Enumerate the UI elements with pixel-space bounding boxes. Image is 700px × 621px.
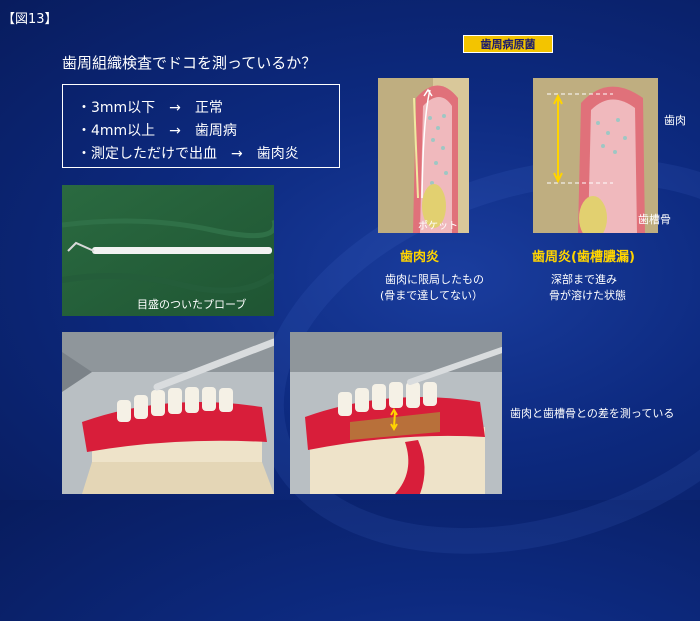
bacteria-callout: 歯周病原菌 bbox=[463, 35, 553, 53]
pocket-label: ポケット bbox=[418, 221, 458, 232]
jaw-model-photo-probe bbox=[62, 332, 274, 494]
gingivitis-desc-line1: 歯肉に限局したもの bbox=[385, 273, 484, 286]
probe-caption: 目盛のついたプローブ bbox=[137, 298, 247, 311]
gingivitis-desc-line2: (骨まで達してない） bbox=[380, 289, 483, 302]
periodontitis-title: 歯周炎(歯槽膿漏) bbox=[532, 250, 635, 265]
figure-label: 【図13】 bbox=[2, 12, 58, 27]
jaw-model-illustration-1 bbox=[62, 332, 274, 494]
measure-caption: 歯肉と歯槽骨との差を測っている bbox=[510, 407, 675, 420]
periodontitis-diagram bbox=[533, 78, 658, 233]
alveolar-bone-label: 歯槽骨 bbox=[638, 213, 671, 226]
criteria-box: ・3mm以下 → 正常 ・4mm以上 → 歯周病 ・測定しただけで出血 → 歯肉… bbox=[62, 84, 340, 168]
probe-illustration bbox=[62, 185, 274, 316]
jaw-model-illustration-2 bbox=[290, 332, 502, 494]
criteria-line-gingivitis: ・測定しただけで出血 → 歯肉炎 bbox=[77, 146, 299, 162]
jaw-model-photo-measure bbox=[290, 332, 502, 494]
periodontitis-desc-line1: 深部まで進み bbox=[551, 273, 617, 286]
gingiva-label: 歯肉 bbox=[664, 114, 686, 127]
gingivitis-diagram bbox=[378, 78, 469, 233]
criteria-line-normal: ・3mm以下 → 正常 bbox=[77, 100, 223, 116]
periodontitis-illustration bbox=[533, 78, 658, 233]
gingivitis-illustration bbox=[378, 78, 469, 233]
criteria-line-periodontal: ・4mm以上 → 歯周病 bbox=[77, 123, 237, 139]
question-heading: 歯周組織検査でドコを測っているか？ bbox=[62, 54, 317, 72]
probe-photo bbox=[62, 185, 274, 316]
gingivitis-title: 歯肉炎 bbox=[400, 250, 440, 265]
periodontitis-desc-line2: 骨が溶けた状態 bbox=[549, 289, 626, 302]
